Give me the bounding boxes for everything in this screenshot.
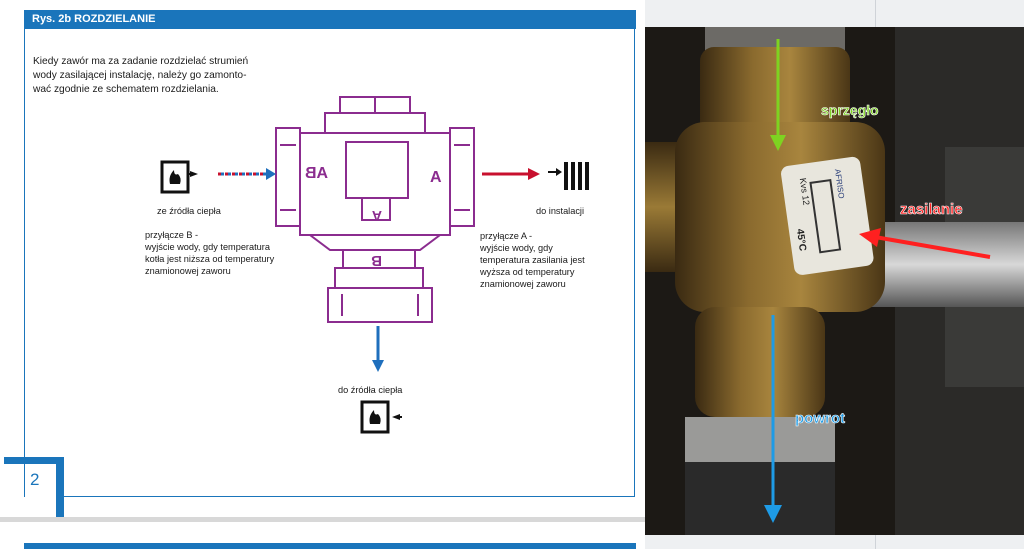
inlet-arrow [218,168,276,180]
port-a-inner-label: A [372,208,382,224]
note-a-line: przyłącze A - [480,231,533,241]
source-label: ze źródła ciepła [157,206,221,216]
note-a-line: wyższa od temperatury [480,267,575,277]
page-corner-h [4,457,64,464]
paragraph-line: wody zasilającej instalację, należy go z… [33,70,247,81]
note-a-line: wyjście wody, gdy [480,243,553,253]
next-page-header-bar [24,543,636,549]
valve-actuator [345,141,409,199]
bottom-port-nut [327,287,433,323]
outlet-a-arrow [482,168,540,180]
note-port-a: przyłącze A - wyjście wody, gdy temperat… [480,230,585,290]
left-port-nut [275,127,301,227]
label-powrot: powrot [795,410,845,427]
boiler-return-icon [360,400,402,434]
valve-schematic: AB A A B [160,96,589,434]
plate-kvs: Kvs 12 [798,177,812,206]
valve-photo: AFRISO Kvs 12 45°C sprzęgło zasilanie po… [645,27,1024,535]
note-b-line: kotła jest niższa od temperatury [145,254,275,264]
port-ab-label: AB [305,165,328,182]
figure-title: Rys. 2b ROZDZIELANIE [32,13,156,25]
document-page: Rys. 2b ROZDZIELANIE Kiedy zawór ma za z… [0,10,645,549]
note-b-line: znamionowej zaworu [145,266,231,276]
note-port-b: przyłącze B - wyjście wody, gdy temperat… [145,229,274,277]
label-zasilanie: zasilanie [900,201,963,218]
page-number: 2 [30,470,40,489]
paragraph-line: Kiedy zawór ma za zadanie rozdzielać str… [33,56,249,67]
note-b-line: przyłącze B - [145,230,199,240]
port-a-label: A [430,169,442,186]
note-b-line: wyjście wody, gdy temperatura [145,242,270,252]
outlet-b-arrow [372,326,384,372]
port-b-label: B [371,252,382,269]
radiator-icon [548,162,589,190]
note-a-line: temperatura zasilania jest [480,255,585,265]
page-separator [0,517,645,522]
header-bar [24,10,636,29]
return-label: do źródła ciepła [338,385,403,395]
install-label: do instalacji [536,206,585,216]
label-sprzeglo: sprzęgło [821,102,879,118]
paragraph-line: wać zgodnie ze schematem rozdzielania. [33,84,219,95]
page-corner-v [56,457,64,517]
frame-left [24,29,25,497]
note-a-line: znamionowej zaworu [480,279,566,289]
right-port-nut [449,127,475,227]
plate-temp: 45°C [794,228,808,252]
valve-top-neck [324,112,426,134]
frame-bottom [64,496,635,497]
boiler-source-icon [160,160,198,194]
intro-paragraph: Kiedy zawór ma za zadanie rozdzielać str… [33,55,283,97]
plate-brand: AFRISO [833,168,846,199]
frame-right [634,29,635,497]
